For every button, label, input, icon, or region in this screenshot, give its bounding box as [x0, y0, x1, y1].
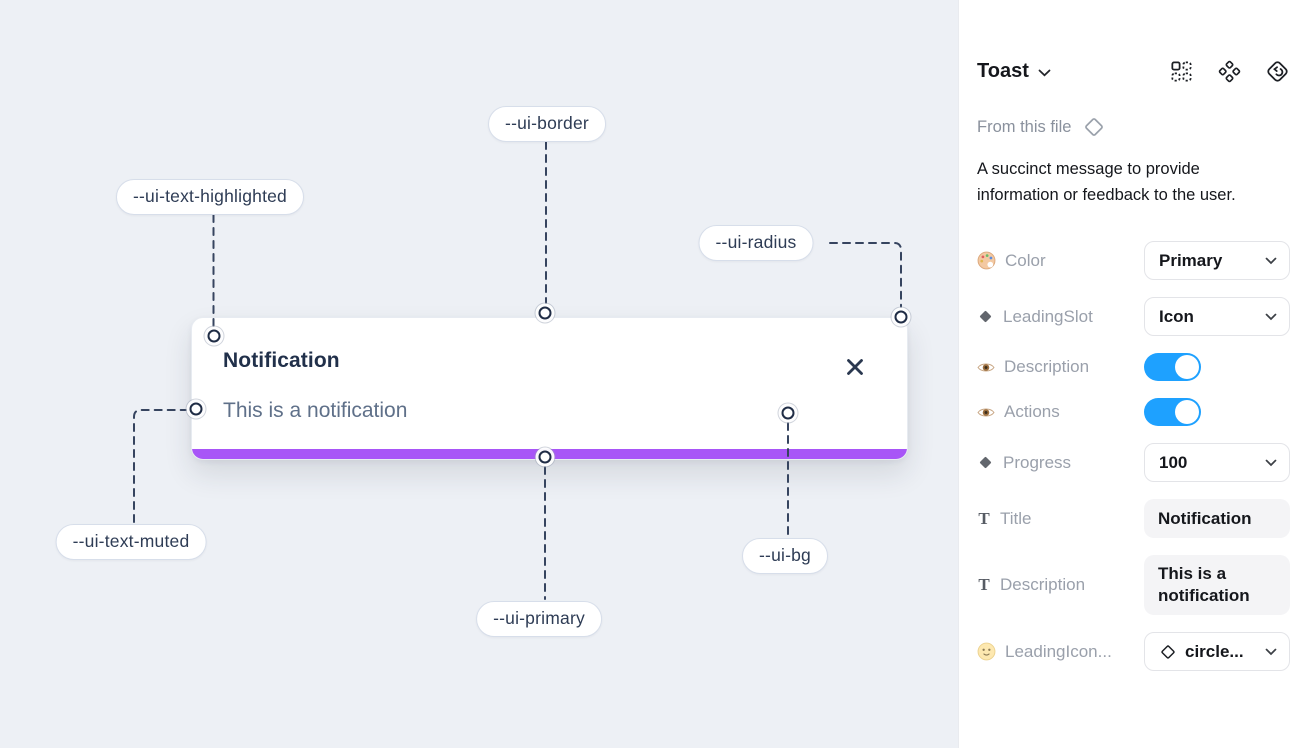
prop-row-description-text: T Description This is a notification	[977, 555, 1290, 616]
connector-anchor	[781, 406, 795, 420]
description-toggle[interactable]	[1144, 353, 1201, 382]
diamond-icon	[977, 308, 994, 325]
text-icon: T	[978, 508, 990, 528]
text-icon: T	[978, 575, 990, 595]
css-var-label-bg: --ui-bg	[742, 538, 828, 574]
component-grid-icon[interactable]	[1169, 59, 1194, 84]
connector-anchor	[189, 402, 203, 416]
connector-anchor	[538, 306, 552, 320]
connector-anchor	[538, 450, 552, 464]
prop-row-progress: Progress 100	[977, 443, 1290, 483]
prop-label-text: Description	[1004, 357, 1090, 377]
css-var-label-border: --ui-border	[488, 106, 606, 142]
prop-label-text: LeadingIcon...	[1005, 641, 1112, 661]
leadingicon-dropdown[interactable]: circle...	[1144, 632, 1290, 672]
diamond-outline-icon	[1159, 643, 1177, 661]
eye-icon	[977, 406, 995, 419]
swap-diamond-icon[interactable]	[1265, 59, 1290, 84]
css-var-label-text-highlighted: --ui-text-highlighted	[116, 179, 304, 215]
toast-component: Notification This is a notification	[191, 317, 908, 460]
prop-label-text: Progress	[1003, 452, 1072, 472]
properties-list: Color Primary LeadingSlot Icon	[977, 241, 1290, 672]
component-preview-canvas: Notification This is a notification --ui…	[0, 0, 958, 748]
chevron-down-icon	[1265, 459, 1277, 466]
close-icon[interactable]	[843, 355, 867, 379]
prop-label-text: Color	[1005, 250, 1046, 270]
variants-icon[interactable]	[1217, 59, 1242, 84]
title-field[interactable]: Notification	[1144, 499, 1290, 539]
css-var-label-radius: --ui-radius	[698, 225, 814, 261]
color-dropdown[interactable]: Primary	[1144, 241, 1290, 281]
progress-dropdown[interactable]: 100	[1144, 443, 1290, 483]
component-description: A succinct message to provide informatio…	[977, 160, 1236, 205]
prop-row-title: T Title Notification	[977, 499, 1290, 539]
toast-description: This is a notification	[223, 399, 408, 422]
prop-row-color: Color Primary	[977, 241, 1290, 281]
diamond-outline-icon	[1085, 118, 1104, 136]
chevron-down-icon	[1265, 313, 1277, 320]
palette-icon	[977, 251, 996, 270]
prop-label-text: Title	[1000, 508, 1032, 528]
prop-row-leadingslot: LeadingSlot Icon	[977, 297, 1290, 337]
source-row: From this file	[977, 114, 1290, 140]
eye-icon	[977, 361, 995, 374]
panel-header: Toast	[977, 56, 1290, 86]
properties-panel: Toast From this file	[958, 0, 1312, 748]
prop-row-leadingicon: LeadingIcon... circle...	[977, 632, 1290, 672]
prop-row-description-toggle: Description	[977, 353, 1290, 382]
diamond-icon	[977, 454, 994, 471]
prop-label-text: Description	[1000, 575, 1086, 595]
prop-row-actions-toggle: Actions	[977, 398, 1290, 427]
leadingslot-dropdown[interactable]: Icon	[1144, 297, 1290, 337]
actions-toggle[interactable]	[1144, 398, 1201, 427]
connector-anchor	[894, 310, 908, 324]
smiley-icon	[977, 642, 996, 661]
description-field[interactable]: This is a notification	[1144, 555, 1290, 616]
chevron-down-icon[interactable]	[1038, 69, 1051, 77]
component-name: Toast	[977, 59, 1029, 82]
prop-label-text: LeadingSlot	[1003, 306, 1093, 326]
chevron-down-icon	[1265, 257, 1277, 264]
css-var-label-text-muted: --ui-text-muted	[55, 524, 207, 560]
source-label: From this file	[977, 117, 1072, 136]
css-var-label-primary: --ui-primary	[476, 601, 602, 637]
prop-label-text: Actions	[1004, 402, 1060, 422]
connector-anchor	[207, 329, 221, 343]
chevron-down-icon	[1265, 648, 1277, 656]
toast-title: Notification	[223, 349, 340, 372]
